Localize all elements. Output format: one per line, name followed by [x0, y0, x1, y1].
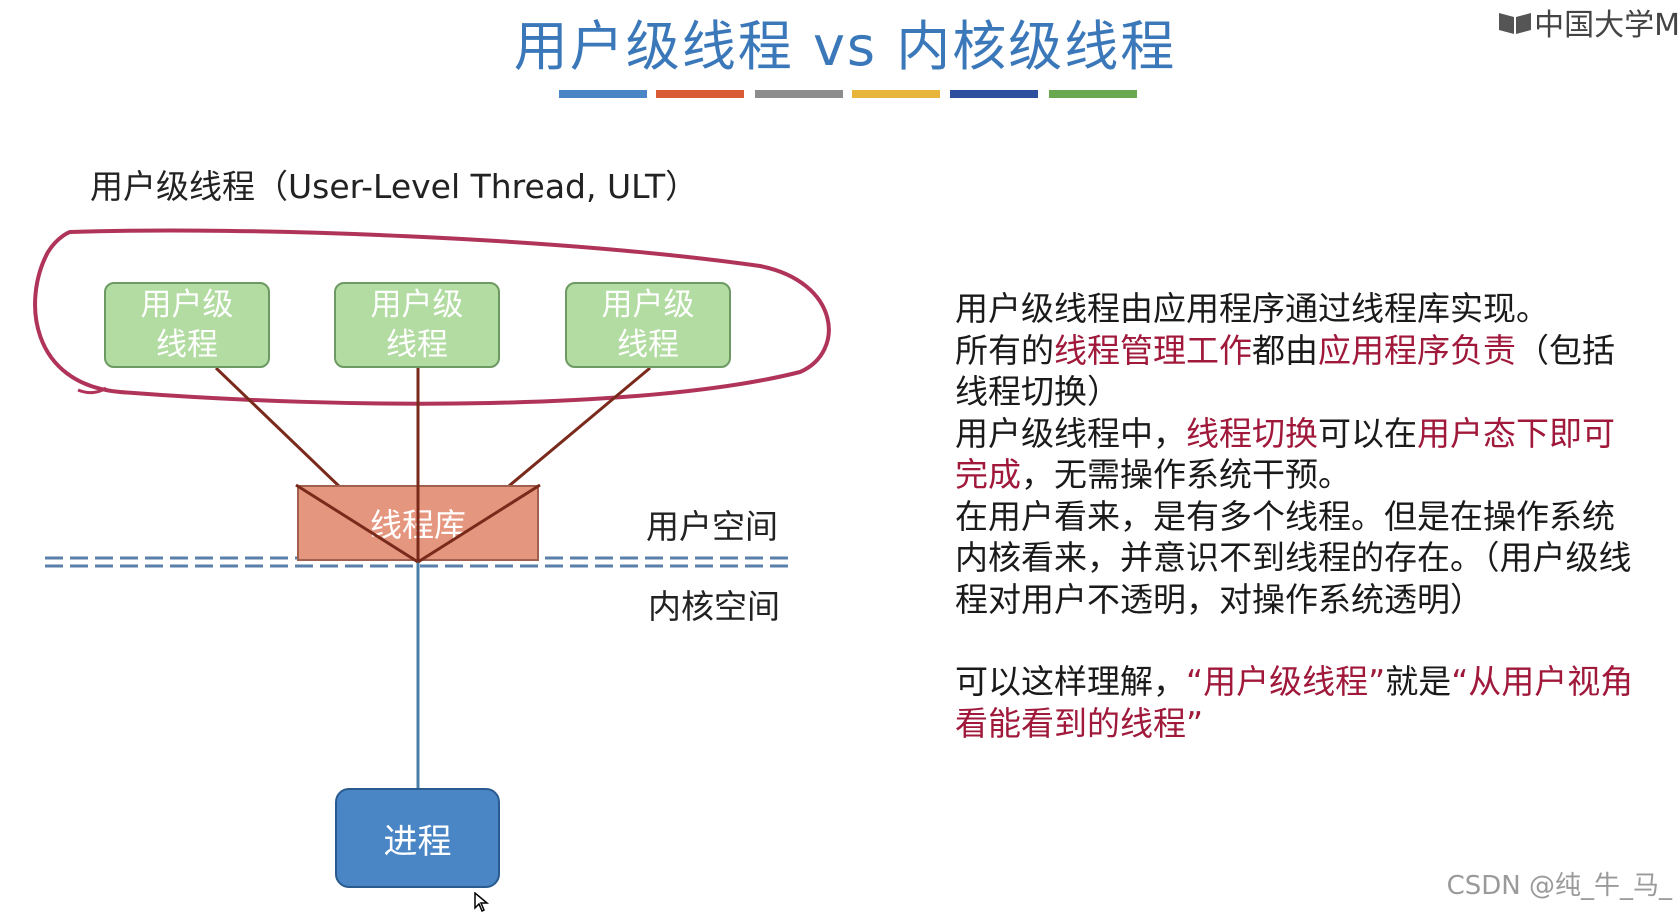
ult-label-line1: 用户级 [601, 287, 695, 323]
paragraph-2: 所有的线程管理工作都由应用程序负责（包括线程切换） [955, 330, 1645, 413]
kernel-space-label: 内核空间 [648, 587, 780, 626]
slide-title: 用户级线程 vs 内核级线程 [513, 15, 1177, 78]
ult-label-line2: 线程 [386, 327, 448, 363]
mouse-cursor-icon [474, 892, 490, 912]
text-run: 用户级线程中， [955, 413, 1186, 453]
accent-bar-5 [950, 90, 1038, 98]
text-run: （包括线程切换） [955, 330, 1615, 412]
user-level-thread-box-1: 用户级线程 [104, 282, 270, 368]
text-run: 就是 [1385, 662, 1452, 701]
highlight-run: “从用户视角看能看到的线程” [955, 662, 1634, 743]
ult-diagram [33, 228, 831, 788]
accent-bar-4 [852, 90, 940, 98]
explanation-text: 用户级线程由应用程序通过线程库实现。 所有的线程管理工作都由应用程序负责（包括线… [955, 288, 1645, 744]
hand-drawn-circle-tail [77, 386, 107, 395]
paragraph-5: 可以这样理解，“用户级线程”就是“从用户视角看能看到的线程” [955, 661, 1645, 744]
paragraph-3: 用户级线程中，线程切换可以在用户态下即可完成，无需操作系统干预。 [955, 413, 1645, 496]
text-run: 可以这样理解， [955, 662, 1186, 701]
highlight-run: 应用程序负责 [1318, 330, 1516, 370]
highlight-run: 用户态下即可完成 [955, 413, 1615, 495]
csdn-watermark: CSDN @纯_牛_马_ [1446, 871, 1672, 901]
accent-bar-3 [755, 90, 843, 98]
university-logo: 中国大学M [1498, 0, 1680, 44]
thread-library-box: 线程库 [297, 485, 539, 561]
hand-drawn-circle [33, 228, 831, 406]
paragraph-4: 在用户看来，是有多个线程。但是在操作系统内核看来，并意识不到线程的存在。（用户级… [955, 496, 1632, 619]
highlight-run: 线程切换 [1186, 413, 1318, 453]
ult-label-line2: 线程 [617, 327, 679, 363]
ult-label-line1: 用户级 [370, 287, 464, 323]
paragraph-1: 用户级线程由应用程序通过线程库实现。 [955, 289, 1549, 328]
highlight-run: “用户级线程” [1186, 662, 1386, 701]
paragraph-spacer [955, 620, 1645, 661]
process-label: 进程 [383, 821, 452, 862]
thread-library-label: 线程库 [369, 506, 466, 544]
accent-bar-1 [559, 90, 647, 98]
section-subtitle: 用户级线程（User-Level Thread, ULT） [90, 167, 699, 206]
book-icon [1499, 13, 1532, 34]
accent-bar-6 [1049, 90, 1137, 98]
ult-label-line2: 线程 [156, 327, 218, 363]
logo-text: 中国大学M [1534, 8, 1680, 43]
accent-bar-2 [656, 90, 744, 98]
text-run: 都由 [1252, 330, 1318, 370]
user-level-thread-box-3: 用户级线程 [565, 282, 731, 368]
process-box: 进程 [335, 788, 500, 888]
text-run: 所有的 [955, 330, 1054, 370]
text-run: ，无需操作系统干预。 [1021, 455, 1351, 494]
user-space-label: 用户空间 [646, 507, 778, 546]
text-run: 可以在 [1318, 413, 1417, 453]
highlight-run: 线程管理工作 [1054, 330, 1252, 370]
user-level-thread-box-2: 用户级线程 [334, 282, 500, 368]
ult-label-line1: 用户级 [140, 287, 234, 323]
